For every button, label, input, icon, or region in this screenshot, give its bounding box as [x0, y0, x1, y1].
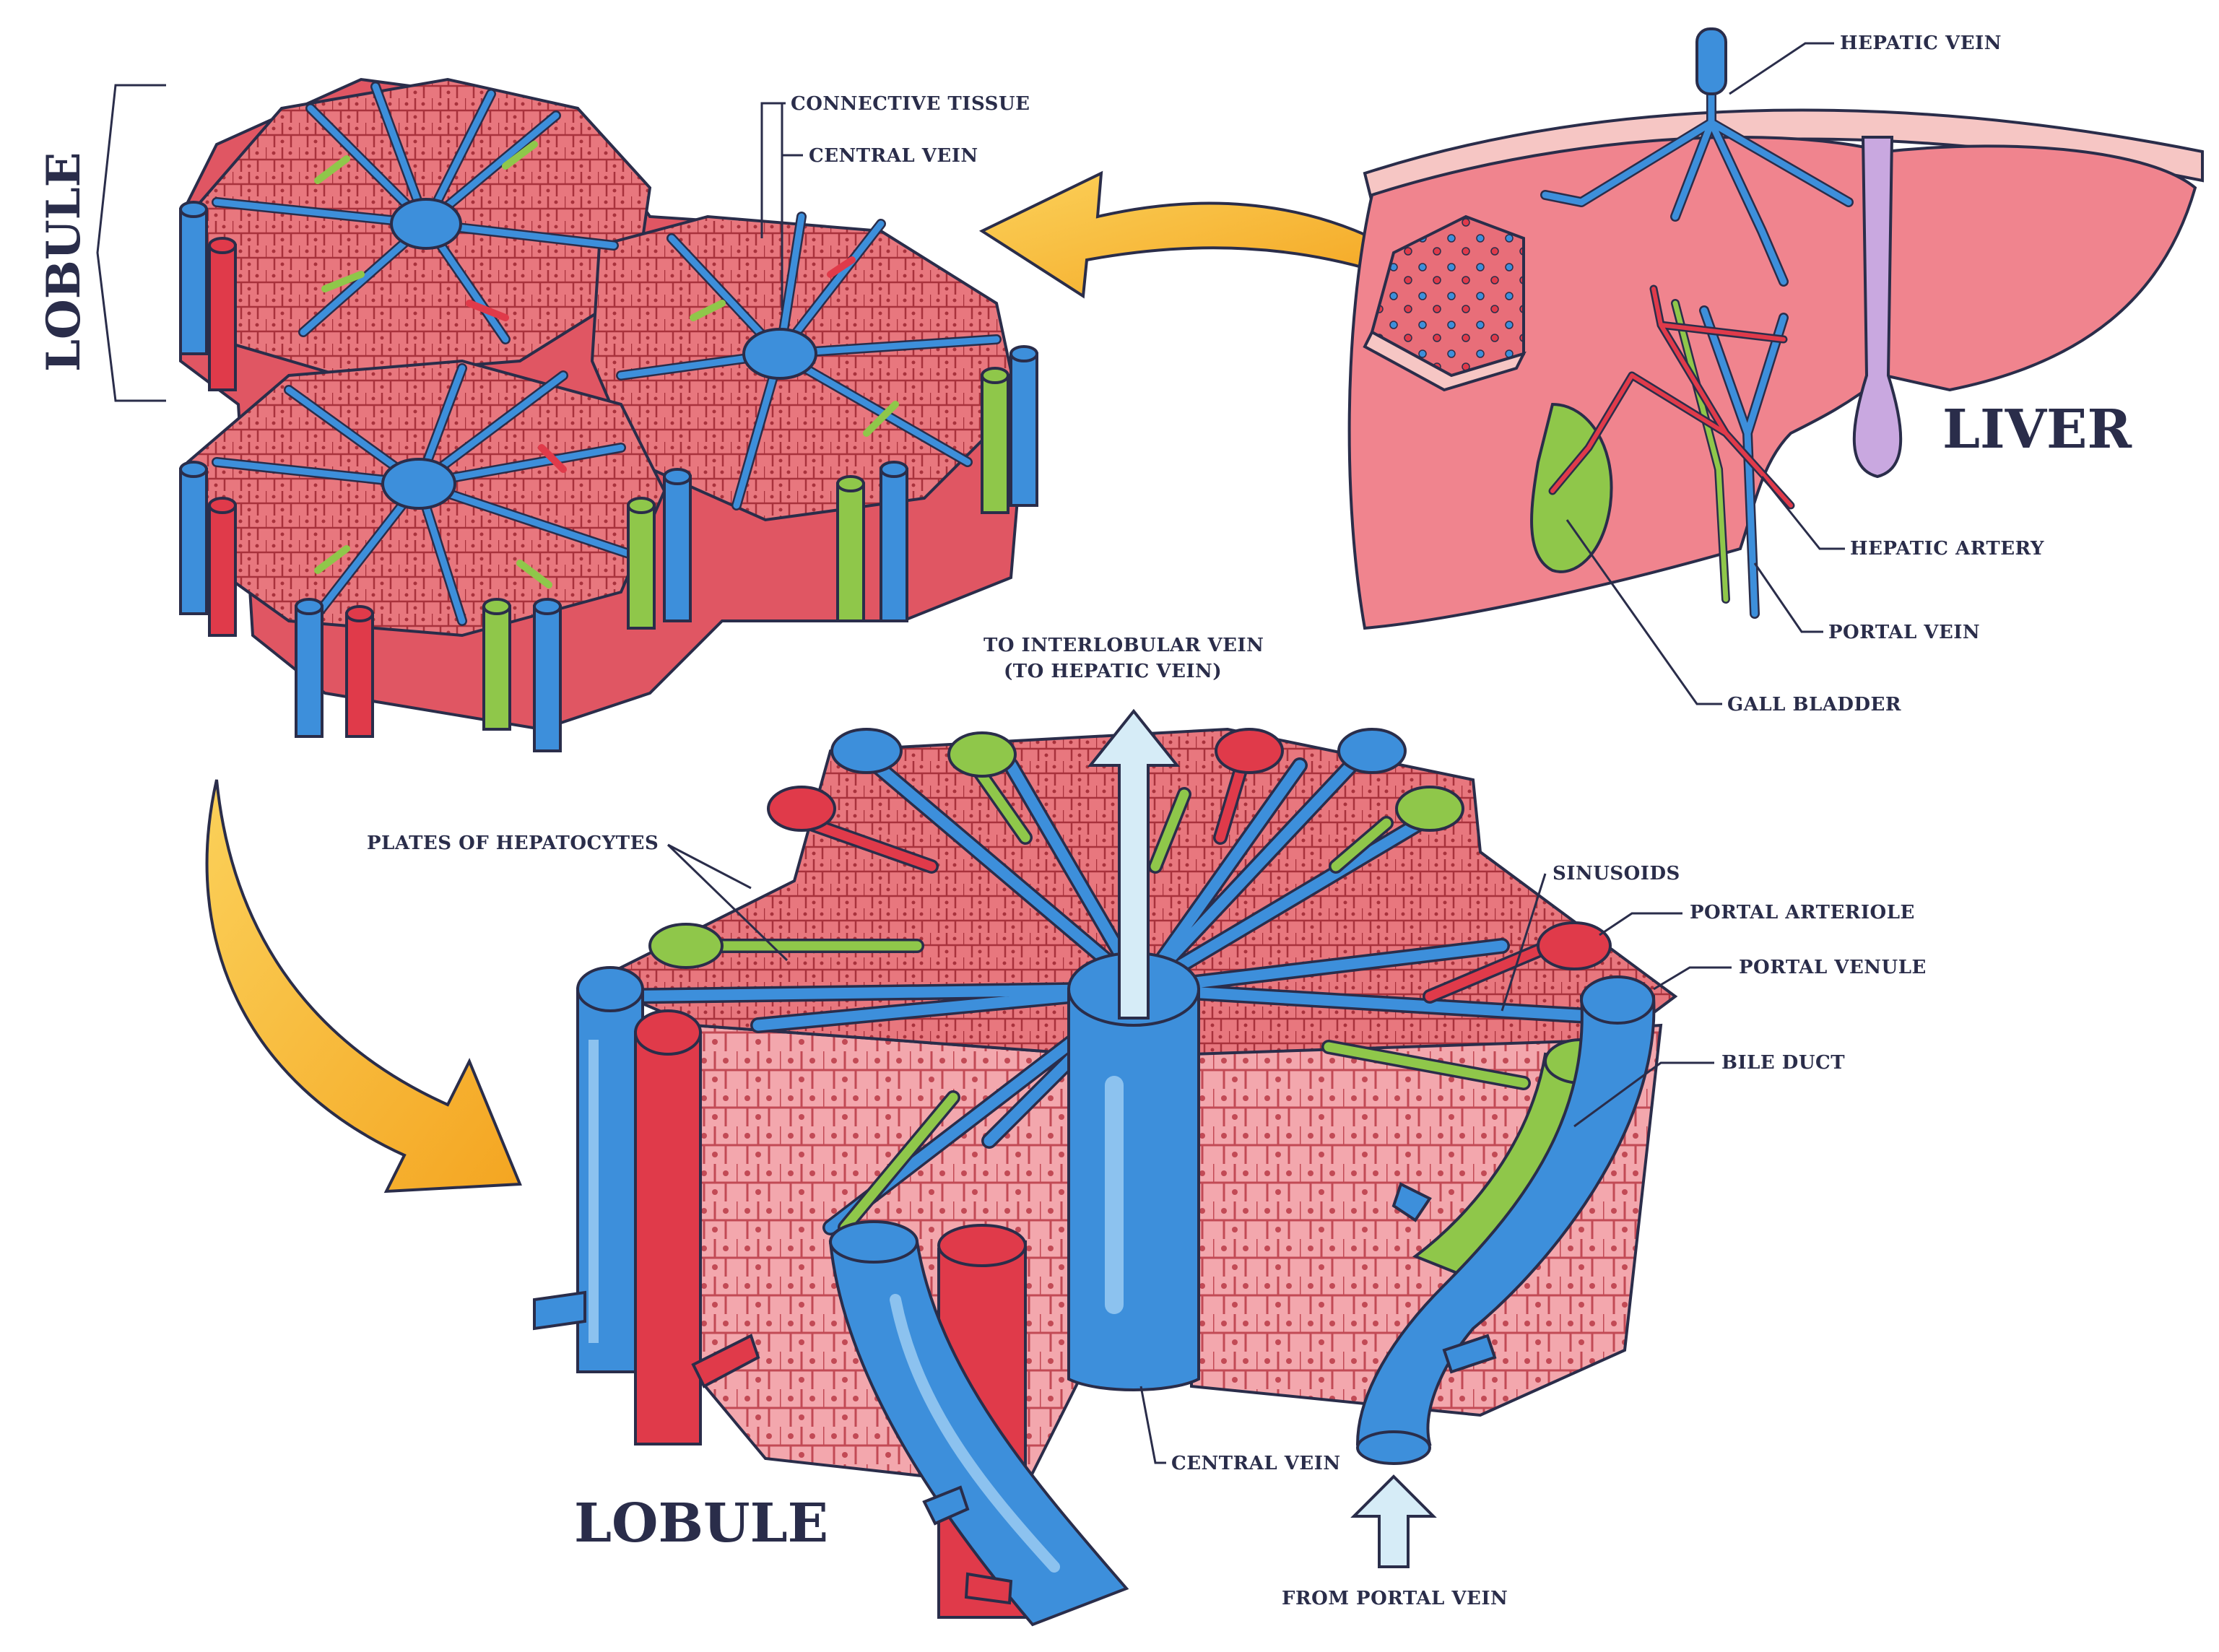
label-to-hepatic-vein: (TO HEPATIC VEIN) [1004, 661, 1222, 682]
liver-illustration [1347, 27, 2204, 630]
portal-vein-leader [1753, 562, 1823, 633]
central-vein-c [381, 458, 456, 510]
central-vein-bottom-leader [1139, 1386, 1166, 1464]
zoom-central-vein-column [1067, 988, 1200, 1391]
zoomed-lobule [533, 708, 1678, 1627]
central-vein-a [390, 198, 462, 250]
lobule-bracket [96, 84, 166, 402]
gall-bladder-leader [1566, 519, 1722, 705]
lobule-corner-columns [179, 201, 1038, 752]
label-central-vein-top: CENTRAL VEIN [809, 145, 978, 167]
portal-venule-leader [1653, 966, 1732, 991]
lobule-top-vessels [212, 82, 1002, 626]
label-hepatic-vein: HEPATIC VEIN [1840, 32, 2002, 54]
falciform-ligament [1852, 136, 1903, 479]
plates-leader-b [666, 843, 789, 962]
arrow-to-interlobular-vein [1087, 708, 1181, 1020]
hepatic-vein-leader [1729, 42, 1834, 95]
arrow-liver-to-lobule [978, 170, 1403, 299]
lobule-cluster-top [179, 77, 1038, 752]
sinusoids-leader [1501, 873, 1547, 1012]
zoom-sinusoids [599, 743, 1633, 1235]
plates-leader-a [667, 843, 752, 890]
lobule-title-vertical: LOBULE [37, 152, 91, 372]
label-portal-arteriole: PORTAL ARTERIOLE [1690, 902, 1915, 923]
label-bile-duct: BILE DUCT [1721, 1052, 1845, 1074]
liver-title: LIVER [1942, 399, 2132, 461]
connective-tissue-leader [760, 102, 780, 238]
bile-duct-leader [1573, 1061, 1714, 1128]
zoom-top-tubes [648, 728, 1612, 970]
label-portal-vein: PORTAL VEIN [1828, 622, 1980, 643]
central-vein-b [742, 328, 817, 380]
label-central-vein-bottom: CENTRAL VEIN [1171, 1453, 1341, 1474]
label-to-interlobular-vein: TO INTERLOBULAR VEIN [983, 635, 1264, 656]
label-sinusoids: SINUSOIDS [1553, 863, 1680, 884]
zoom-right-venule-top [1580, 975, 1655, 1025]
label-gall-bladder: GALL BLADDER [1727, 694, 1901, 716]
label-from-portal-vein: FROM PORTAL VEIN [1282, 1588, 1508, 1609]
arrow-lobule-to-zoom [205, 779, 522, 1194]
lobule-title-bottom: LOBULE [574, 1492, 828, 1555]
zoom-left-red-column [634, 1031, 702, 1446]
label-plates-of-hepatocytes: PLATES OF HEPATOCYTES [367, 832, 659, 854]
hepatic-artery-leader [1760, 476, 1845, 550]
zoom-left-blue-column [576, 988, 644, 1373]
liver-right-lobe [1883, 144, 2197, 392]
arrow-from-portal-vein [1350, 1474, 1437, 1568]
portal-arteriole-leader [1599, 912, 1682, 936]
label-portal-venule: PORTAL VENULE [1739, 957, 1927, 978]
label-connective-tissue: CONNECTIVE TISSUE [791, 93, 1030, 115]
label-hepatic-artery: HEPATIC ARTERY [1850, 538, 2044, 560]
